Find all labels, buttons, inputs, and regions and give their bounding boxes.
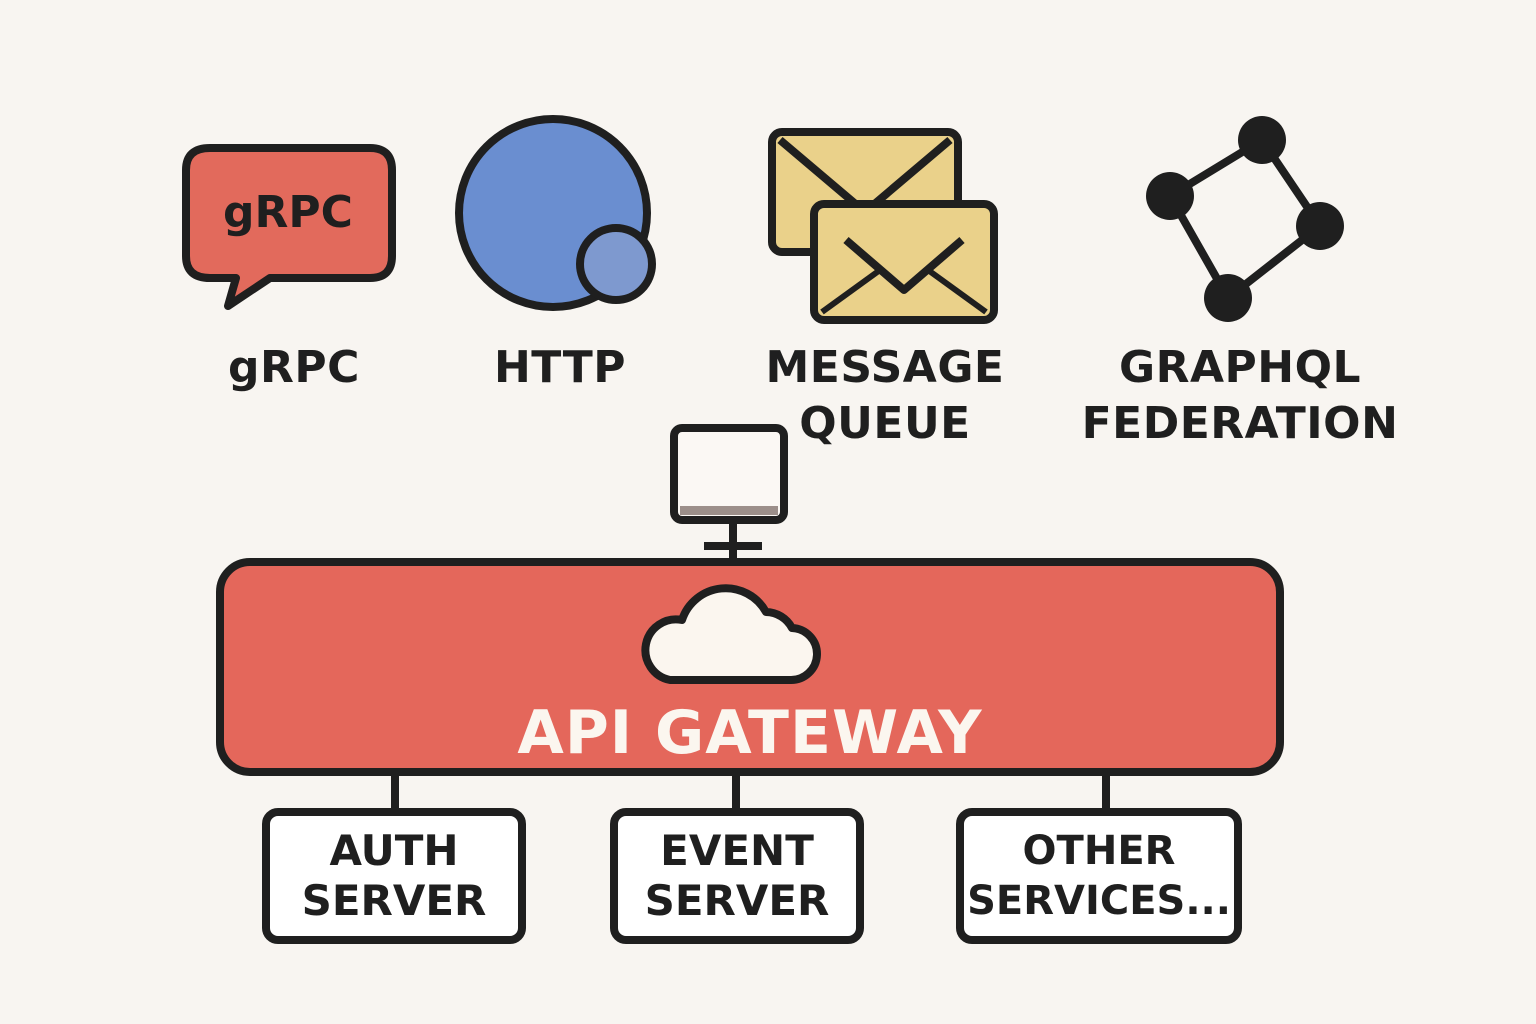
other-services-line2: SERVICES... (967, 878, 1231, 924)
auth-server-line1: AUTH (329, 826, 459, 875)
http-label: HTTP (450, 340, 670, 396)
message-queue-label-line2: QUEUE (799, 398, 971, 449)
globe-circle-icon (455, 115, 656, 311)
speech-bubble-icon (182, 144, 396, 310)
monitor-icon (670, 424, 788, 562)
http-label-text: HTTP (493, 342, 627, 393)
grpc-badge-text: gRPC (223, 187, 353, 238)
service-boxes (262, 808, 1242, 944)
graphql-federation-label-line2: FEDERATION (1081, 398, 1399, 449)
other-services-label: OTHER SERVICES... (960, 826, 1238, 926)
grpc-label-text: gRPC (228, 342, 360, 393)
event-server-line2: SERVER (644, 876, 830, 925)
message-queue-label: MESSAGE QUEUE (740, 340, 1030, 452)
other-services-line1: OTHER (1022, 828, 1176, 874)
event-server-label: EVENT SERVER (614, 826, 860, 926)
envelopes-icon (768, 128, 998, 324)
graph-nodes-icon (1146, 116, 1344, 322)
message-queue-label-line1: MESSAGE (765, 342, 1005, 393)
graphql-federation-label-line1: GRAPHQL (1118, 342, 1362, 393)
api-gateway-title: API GATEWAY (517, 698, 983, 768)
grpc-label: gRPC (186, 340, 402, 396)
service-connectors (391, 774, 1110, 810)
cloud-icon (641, 584, 821, 685)
graphql-federation-label: GRAPHQL FEDERATION (1070, 340, 1410, 452)
event-server-line1: EVENT (660, 826, 814, 875)
auth-server-line2: SERVER (301, 876, 487, 925)
auth-server-label: AUTH SERVER (266, 826, 522, 926)
